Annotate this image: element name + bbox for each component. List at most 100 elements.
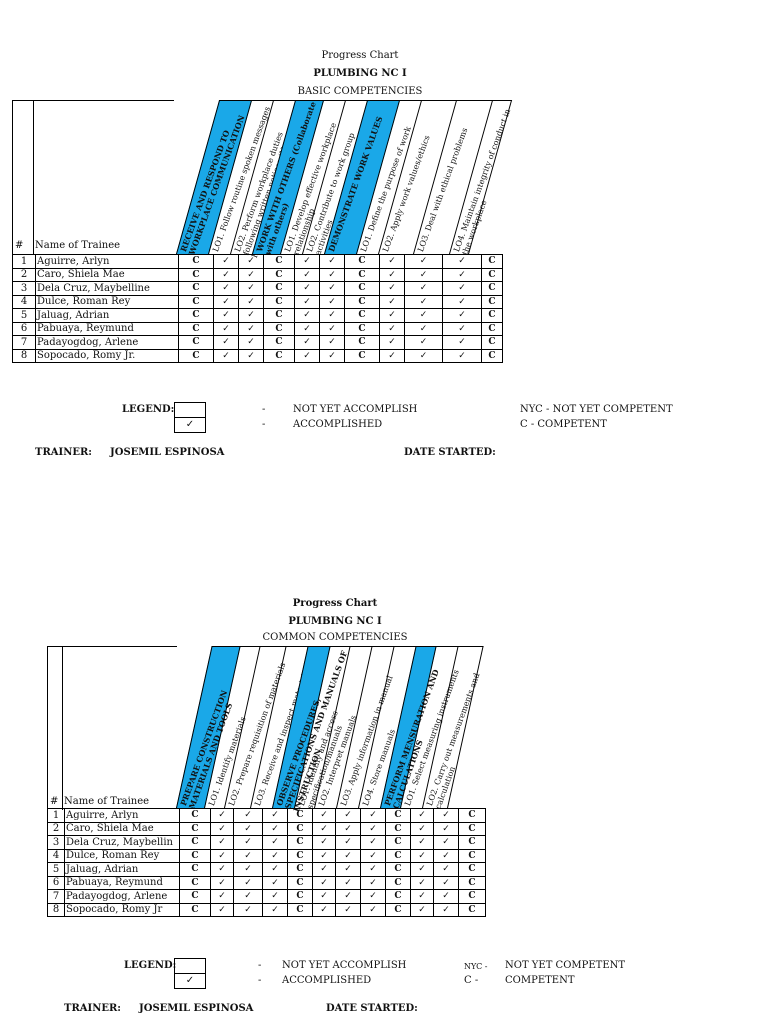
check-mark: ✓	[233, 848, 263, 863]
legend-nyc-text: NOT YET COMPETENT	[505, 960, 626, 971]
check-mark: ✓	[360, 889, 386, 904]
competent-mark: C	[385, 889, 411, 904]
chart2-legend-label: LEGEND:	[124, 960, 177, 971]
competent-mark: C	[385, 875, 411, 890]
competent-mark: C	[178, 308, 214, 323]
check-mark: ✓	[233, 862, 263, 877]
check-mark: ✓	[238, 254, 264, 269]
competent-mark: C	[287, 821, 313, 836]
competent-mark: C	[179, 862, 211, 877]
trainee-name: Pabuaya, Reymund	[64, 875, 180, 890]
competent-mark: C	[179, 835, 211, 850]
check-mark: ✓	[213, 294, 239, 309]
chart2-section: COMMON COMPETENCIES	[262, 632, 408, 643]
check-mark: ✓	[360, 821, 386, 836]
check-mark: ✓	[379, 335, 405, 350]
check-mark: ✓	[379, 348, 405, 363]
competent-mark: C	[179, 875, 211, 890]
competent-mark: C	[458, 835, 486, 850]
check-mark: ✓	[233, 902, 263, 917]
competent-mark: C	[287, 835, 313, 850]
check-mark: ✓	[433, 808, 459, 823]
check-mark: ✓	[335, 821, 361, 836]
check-mark: ✓	[404, 308, 443, 323]
competent-mark: C	[179, 848, 211, 863]
check-mark: ✓	[233, 889, 263, 904]
competent-mark: C	[481, 335, 503, 350]
competent-mark: C	[458, 848, 486, 863]
trainee-name: Aguirre, Arlyn	[64, 808, 180, 823]
trainee-name: Caro, Shiela Mae	[64, 821, 180, 836]
chart2-subtitle: PLUMBING NC I	[288, 616, 382, 627]
row-number: 5	[12, 308, 36, 323]
check-mark: ✓	[433, 889, 459, 904]
competent-mark: C	[385, 862, 411, 877]
competent-mark: C	[287, 875, 313, 890]
check-mark: ✓	[410, 875, 434, 890]
trainee-name: Dulce, Roman Rey	[64, 848, 180, 863]
check-mark: ✓	[312, 808, 336, 823]
check-mark: ✓	[410, 902, 434, 917]
check-mark: ✓	[233, 821, 263, 836]
check-mark: ✓	[238, 348, 264, 363]
legend-empty-box	[174, 402, 206, 418]
competent-mark: C	[344, 308, 380, 323]
trainee-name: Jaluag, Adrian	[35, 308, 179, 323]
trainer-label: TRAINER:	[35, 447, 92, 458]
competent-mark: C	[178, 281, 214, 296]
check-mark: ✓	[213, 254, 239, 269]
row-number: 8	[47, 902, 65, 917]
legend-c-code: C -	[464, 975, 479, 986]
check-mark: ✓	[404, 267, 443, 282]
trainee-name: Pabuaya, Reymund	[35, 321, 179, 336]
check-mark: ✓	[319, 294, 345, 309]
trainee-name: Caro, Shiela Mae	[35, 267, 179, 282]
competent-mark: C	[458, 821, 486, 836]
check-mark: ✓	[319, 281, 345, 296]
check-mark: ✓	[312, 889, 336, 904]
check-mark: ✓	[410, 821, 434, 836]
trainee-name: Dulce, Roman Rey	[35, 294, 179, 309]
competent-mark: C	[263, 348, 295, 363]
check-mark: ✓	[210, 889, 234, 904]
legend-not-yet: NOT YET ACCOMPLISH	[293, 404, 418, 415]
competent-mark: C	[179, 808, 211, 823]
check-mark: ✓	[433, 821, 459, 836]
competent-mark: C	[178, 294, 214, 309]
trainee-name: Sopocado, Romy Jr.	[35, 348, 179, 363]
competent-mark: C	[179, 889, 211, 904]
check-mark: ✓	[319, 321, 345, 336]
check-mark: ✓	[262, 848, 288, 863]
competent-mark: C	[287, 848, 313, 863]
competent-mark: C	[458, 889, 486, 904]
trainee-name: Sopocado, Romy Jr	[64, 902, 180, 917]
check-mark: ✓	[238, 321, 264, 336]
check-mark: ✓	[262, 889, 288, 904]
check-mark: ✓	[238, 294, 264, 309]
legend-accomplished: ACCOMPLISHED	[282, 975, 372, 986]
competent-mark: C	[263, 321, 295, 336]
legend-dash: -	[262, 419, 266, 430]
check-mark: ✓	[442, 348, 482, 363]
check-mark: ✓	[360, 808, 386, 823]
check-mark: ✓	[335, 889, 361, 904]
row-number: 4	[47, 848, 65, 863]
check-mark: ✓	[294, 321, 320, 336]
competent-mark: C	[344, 348, 380, 363]
trainee-name: Padayogdog, Arlene	[64, 889, 180, 904]
competent-mark: C	[179, 902, 211, 917]
competent-mark: C	[287, 889, 313, 904]
check-mark: ✓	[335, 902, 361, 917]
trainee-name: Jaluag, Adrian	[64, 862, 180, 877]
check-mark: ✓	[335, 875, 361, 890]
check-mark: ✓	[433, 848, 459, 863]
check-mark: ✓	[404, 294, 443, 309]
check-mark: ✓	[410, 862, 434, 877]
competent-mark: C	[263, 281, 295, 296]
chart2-title: Progress Chart	[292, 598, 378, 609]
